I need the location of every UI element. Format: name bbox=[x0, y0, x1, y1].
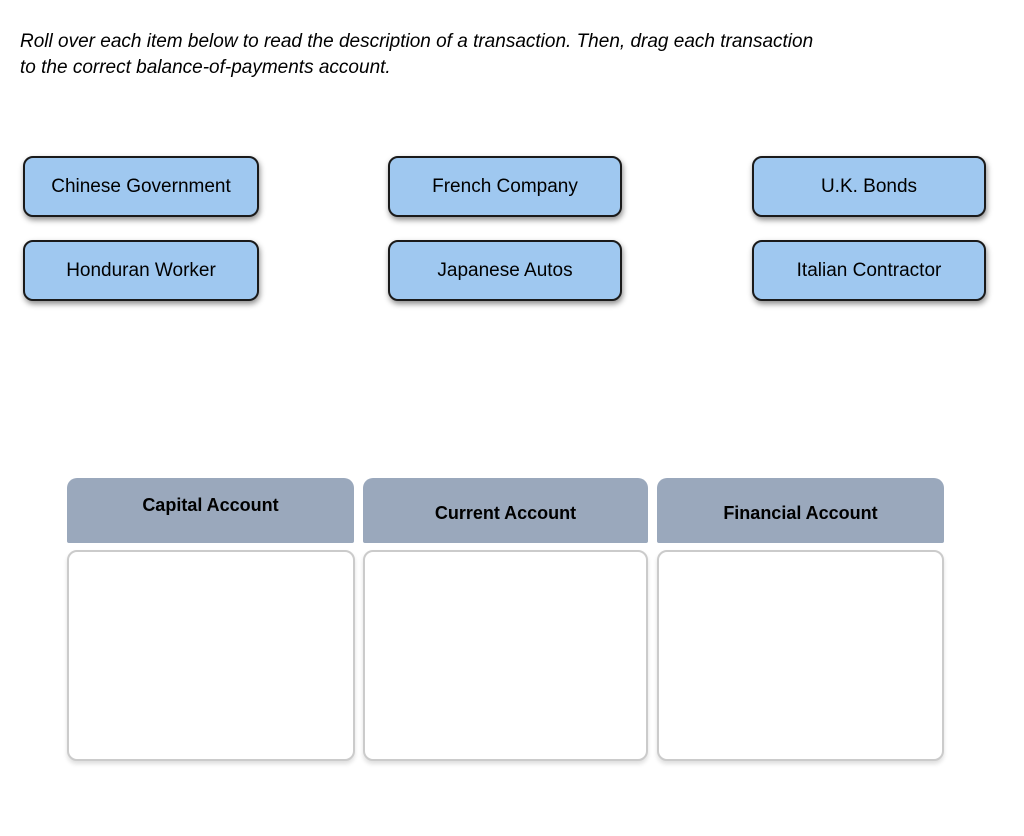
dropzone-header-label: Capital Account bbox=[142, 495, 279, 515]
dropzone-header-label: Financial Account bbox=[723, 503, 878, 523]
chip-label: French Company bbox=[432, 175, 578, 197]
instruction-text: Roll over each item below to read the de… bbox=[20, 29, 1010, 81]
dropzone-capital-account[interactable] bbox=[67, 550, 355, 761]
chip-label: Italian Contractor bbox=[796, 259, 942, 281]
instruction-line-2: to the correct balance-of-payments accou… bbox=[20, 57, 391, 78]
dropzone-header-capital-account: Capital Account bbox=[67, 478, 354, 543]
chip-label: Japanese Autos bbox=[437, 259, 573, 281]
chip-french-company[interactable]: French Company bbox=[388, 156, 622, 217]
dropzone-financial-account[interactable] bbox=[657, 550, 944, 761]
dropzone-header-label: Current Account bbox=[434, 503, 577, 523]
chip-label: Honduran Worker bbox=[66, 259, 216, 281]
chip-honduran-worker[interactable]: Honduran Worker bbox=[23, 240, 259, 301]
dropzone-header-financial-account: Financial Account bbox=[657, 478, 944, 543]
chip-chinese-government[interactable]: Chinese Government bbox=[23, 156, 259, 217]
chip-label: Chinese Government bbox=[51, 175, 231, 197]
chip-uk-bonds[interactable]: U.K. Bonds bbox=[752, 156, 986, 217]
chip-label: U.K. Bonds bbox=[820, 175, 918, 197]
chip-italian-contractor[interactable]: Italian Contractor bbox=[752, 240, 986, 301]
instruction-line-1: Roll over each item below to read the de… bbox=[20, 31, 814, 52]
dropzone-header-current-account: Current Account bbox=[363, 478, 648, 543]
dropzone-current-account[interactable] bbox=[363, 550, 648, 761]
chip-japanese-autos[interactable]: Japanese Autos bbox=[388, 240, 622, 301]
